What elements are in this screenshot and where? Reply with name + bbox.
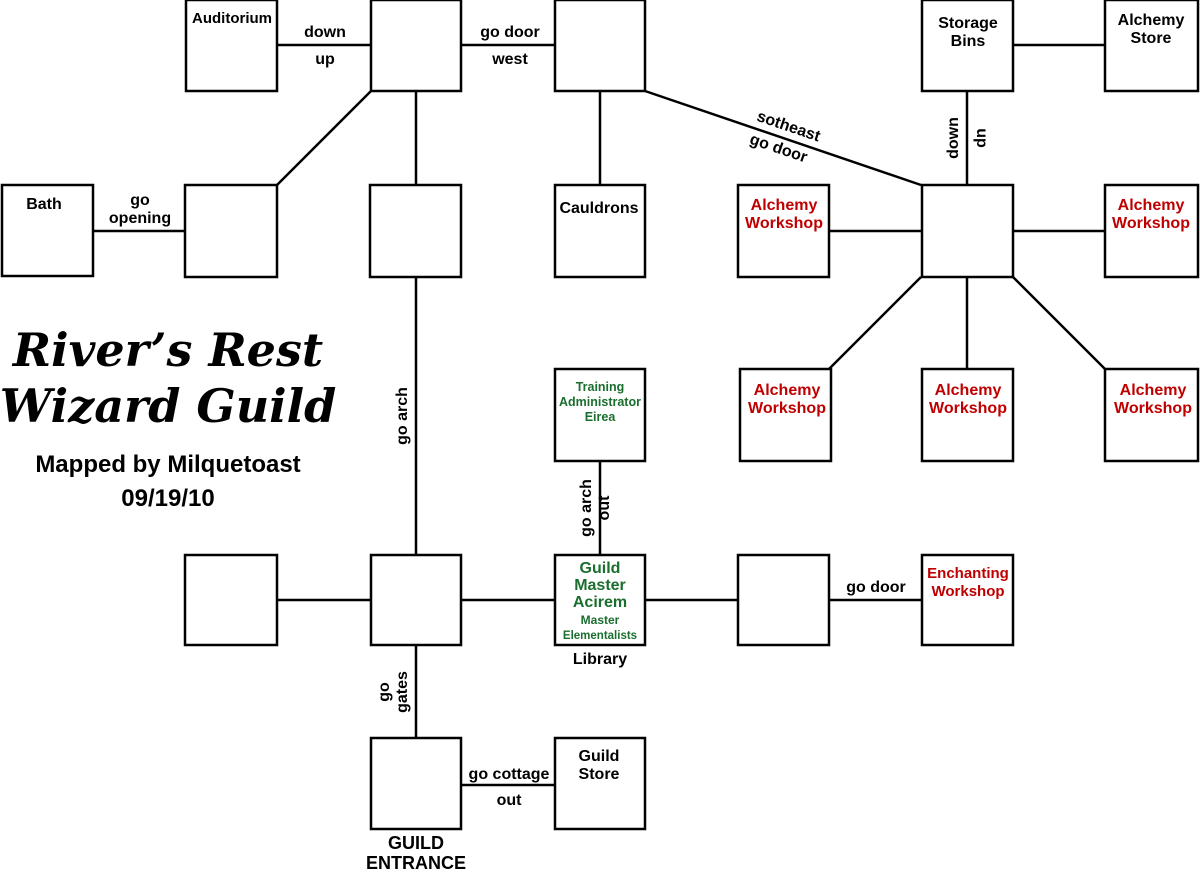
room-bath[interactable] (0, 183, 95, 278)
exit-go-door-enchanting: go door (846, 579, 906, 596)
room-auditorium[interactable] (184, 0, 279, 93)
label-alchemy-store-1: Alchemy (1118, 12, 1185, 29)
label-enchanting-2: Workshop (931, 583, 1004, 600)
label-entrance-1: GUILD (388, 833, 444, 853)
room-east-top[interactable] (553, 0, 647, 93)
exit-out-vertical: out (596, 495, 613, 521)
room-crossroads[interactable] (369, 553, 463, 647)
room-guild-entrance[interactable] (369, 736, 463, 831)
room-guild-store[interactable] (553, 736, 647, 831)
label-aw-s-2: Workshop (929, 400, 1007, 417)
connections (93, 43, 1106, 787)
exit-go-arch-short: go arch (578, 479, 595, 537)
title-block: River’s Rest Wizard Guild Mapped by Milq… (0, 323, 336, 512)
room-west[interactable] (183, 553, 279, 647)
label-aw-s-1: Alchemy (935, 382, 1002, 399)
room-alchemy-workshop-e[interactable] (1103, 183, 1200, 279)
label-aw-se-1: Alchemy (1120, 382, 1187, 399)
label-aw-sw-1: Alchemy (754, 382, 821, 399)
label-enchanting-1: Enchanting (927, 565, 1009, 582)
exit-out: out (497, 792, 523, 809)
room-storage-bins[interactable] (920, 0, 1015, 93)
label-storage-bins-2: Bins (951, 33, 986, 50)
room-enchanting[interactable] (920, 553, 1015, 647)
label-gm-2: Master (574, 577, 626, 594)
room-training[interactable] (553, 367, 647, 463)
label-gm-1: Guild (580, 560, 621, 577)
label-entrance-2: ENTRANCE (366, 853, 466, 873)
label-gm-3: Acirem (573, 594, 627, 611)
room-alchemy-workshop-se[interactable] (1103, 367, 1200, 463)
label-aw-sw-2: Workshop (748, 400, 826, 417)
label-aw-e-2: Workshop (1112, 215, 1190, 232)
room-hub-top[interactable] (369, 0, 463, 93)
room-cauldrons[interactable] (553, 183, 647, 279)
exit-go-door: go door (480, 24, 540, 41)
conn-aw-sw (828, 276, 922, 370)
map-date: 09/19/10 (121, 485, 214, 512)
exit-down: down (304, 24, 346, 41)
exit-gates: gates (394, 671, 411, 713)
label-aw-se-2: Workshop (1114, 400, 1192, 417)
label-storage-bins-1: Storage (938, 15, 998, 32)
conn-aw-se (1012, 276, 1106, 370)
room-alchemy-store[interactable] (1103, 0, 1200, 93)
label-gm-5: Elementalists (563, 630, 637, 642)
room-arch-north[interactable] (368, 183, 463, 279)
exit-go-cottage: go cottage (469, 766, 550, 783)
exit-down-vertical: down (945, 117, 962, 159)
room-guild-master[interactable] (553, 553, 647, 647)
room-gm-east[interactable] (736, 553, 831, 647)
label-training-3: Eirea (585, 410, 617, 424)
exit-up-vertical: up (973, 128, 990, 148)
room-labels: Auditorium Storage Bins Alchemy Store Ba… (26, 10, 1192, 873)
room-bath-anteroom[interactable] (183, 183, 279, 279)
label-aw-w-1: Alchemy (751, 197, 818, 214)
mapped-by: Mapped by Milquetoast (35, 451, 300, 478)
room-alchemy-workshop-w[interactable] (736, 183, 831, 279)
rooms (0, 0, 1200, 831)
label-alchemy-store-2: Store (1131, 30, 1172, 47)
conn-hub-diag-sw (276, 90, 372, 186)
room-alchemy-workshop-s[interactable] (920, 367, 1015, 463)
room-alchemy-hub[interactable] (920, 183, 1015, 279)
label-library: Library (573, 651, 627, 668)
label-aw-e-1: Alchemy (1118, 197, 1185, 214)
label-bath: Bath (26, 196, 62, 213)
label-aw-w-2: Workshop (745, 215, 823, 232)
exit-up: up (315, 51, 335, 68)
conn-east-alch-hub (644, 89, 922, 187)
label-gm-4: Master (581, 613, 620, 627)
room-alchemy-workshop-sw[interactable] (738, 367, 833, 463)
label-training-1: Training (576, 380, 625, 394)
label-auditorium: Auditorium (192, 10, 272, 27)
label-guild-store-2: Store (579, 766, 620, 783)
title-line-2: Wizard Guild (0, 379, 336, 433)
label-cauldrons: Cauldrons (559, 200, 638, 217)
title-line-1: River’s Rest (11, 323, 323, 377)
label-guild-store-1: Guild (579, 748, 620, 765)
exit-opening: opening (109, 210, 171, 227)
exit-go: go (130, 192, 150, 209)
exit-go-arch: go arch (394, 387, 411, 445)
label-training-2: Administrator (559, 395, 641, 409)
exit-west: west (491, 51, 528, 68)
exit-go-vertical: go (376, 682, 393, 702)
